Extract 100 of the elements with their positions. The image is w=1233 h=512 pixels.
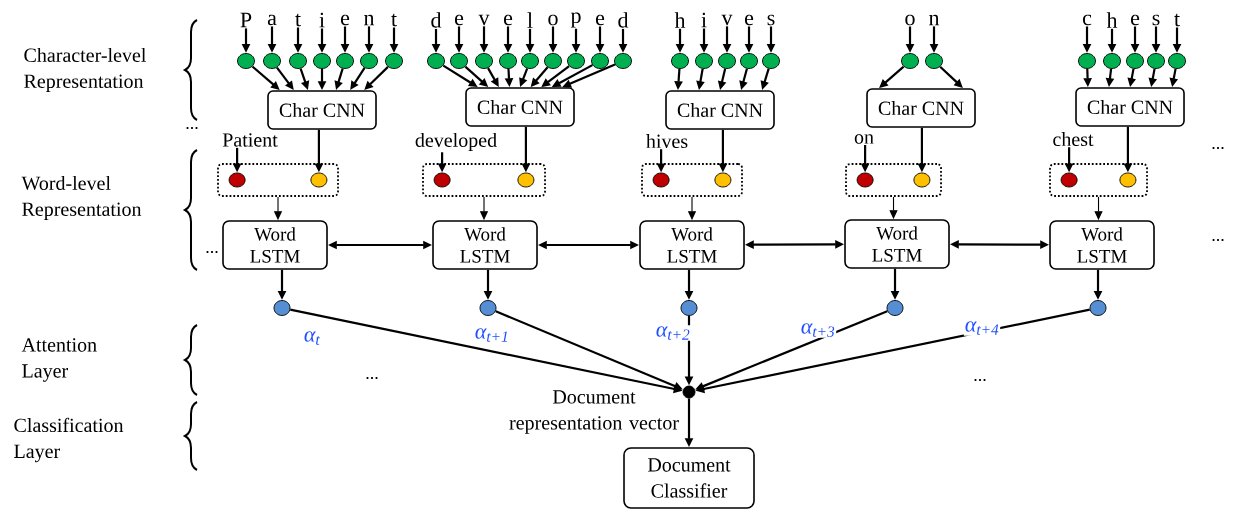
- attention-weight-circle: [1089, 300, 1107, 316]
- character-label: e: [504, 14, 513, 26]
- layer-label: Word-level Representation: [21, 175, 142, 221]
- layer-label: Character-level Representation: [24, 47, 146, 93]
- node-caption: Document representation vector: [509, 390, 679, 434]
- character-embedding-circle: [385, 53, 403, 69]
- character-label: e: [1131, 14, 1140, 26]
- ellipsis: ...: [366, 376, 378, 380]
- character-label: e: [596, 14, 605, 26]
- character-embedding-circle: [591, 53, 609, 69]
- word-label: chest: [1053, 131, 1094, 147]
- character-label: i: [319, 12, 325, 28]
- word-label: Patient: [222, 133, 278, 147]
- char-feature-circle: [517, 172, 535, 188]
- character-label: t: [391, 13, 397, 27]
- word-representation-box: [641, 163, 743, 197]
- character-embedding-circle: [1147, 53, 1165, 69]
- character-embedding-circle: [1103, 53, 1121, 69]
- character-label: P: [240, 12, 252, 28]
- word-label: developed: [415, 132, 497, 152]
- char-cnn-box: Char CNN: [1075, 87, 1185, 127]
- ellipsis: ...: [1212, 146, 1224, 150]
- word-embedding-circle: [856, 172, 874, 188]
- edge-label: α$_{t+3}$: [799, 322, 837, 338]
- word-representation-box: [422, 163, 546, 197]
- char-feature-circle: [913, 172, 931, 188]
- character-label: i: [701, 12, 707, 28]
- character-label: s: [767, 14, 775, 26]
- character-embedding-circle: [475, 53, 493, 69]
- edge-label: α$_{t+4}$: [963, 320, 1001, 336]
- character-embedding-circle: [567, 53, 585, 69]
- ellipsis: ...: [974, 378, 986, 382]
- word-embedding-circle: [652, 172, 670, 188]
- character-label: c: [1082, 14, 1092, 26]
- character-label: t: [1174, 13, 1180, 27]
- character-label: d: [431, 12, 442, 28]
- word-representation-box: [217, 163, 339, 197]
- word-embedding-circle: [228, 172, 246, 188]
- character-embedding-circle: [427, 53, 445, 69]
- character-label: t: [295, 13, 301, 27]
- character-embedding-circle: [360, 53, 378, 69]
- char-cnn-box: Char CNN: [267, 90, 377, 130]
- ellipsis: ...: [186, 126, 198, 130]
- edge-label: α$_{t+2}$: [654, 325, 692, 341]
- character-label: n: [929, 14, 940, 26]
- character-embedding-circle: [1168, 53, 1186, 69]
- character-label: v: [478, 14, 490, 26]
- character-embedding-circle: [695, 53, 713, 69]
- character-embedding-circle: [1078, 53, 1096, 69]
- attention-weight-circle: [273, 300, 291, 316]
- character-label: e: [455, 14, 464, 26]
- word-embedding-circle: [1060, 172, 1078, 188]
- character-embedding-circle: [671, 53, 689, 69]
- char-feature-circle: [310, 172, 328, 188]
- character-embedding-circle: [1126, 53, 1144, 69]
- character-embedding-circle: [336, 53, 354, 69]
- character-label: s: [1152, 14, 1160, 26]
- character-embedding-circle: [450, 53, 468, 69]
- character-label: a: [267, 14, 277, 26]
- character-embedding-circle: [901, 53, 919, 69]
- character-embedding-circle: [237, 53, 255, 69]
- char-feature-circle: [1119, 172, 1137, 188]
- word-label: on: [854, 134, 874, 144]
- word-lstm-box: Word LSTM: [432, 220, 538, 270]
- character-embedding-circle: [263, 53, 281, 69]
- arrow: [276, 66, 294, 90]
- classifier-box: Document Classifier: [623, 447, 755, 509]
- character-label: h: [1106, 12, 1118, 28]
- word-label: hives: [646, 133, 688, 149]
- word-embedding-circle: [433, 172, 451, 188]
- character-embedding-circle: [718, 53, 736, 69]
- character-embedding-circle: [544, 53, 562, 69]
- character-embedding-circle: [289, 53, 307, 69]
- word-lstm-box: Word LSTM: [222, 220, 328, 270]
- edge-label: α$_{t+1}$: [473, 327, 511, 343]
- layer-label: Attention Layer: [21, 338, 97, 382]
- character-label: p: [570, 12, 581, 28]
- word-representation-box: [845, 163, 942, 197]
- char-cnn-box: Char CNN: [665, 90, 775, 130]
- character-embedding-circle: [521, 53, 539, 69]
- character-embedding-circle: [499, 53, 517, 69]
- attention-weight-circle: [680, 300, 698, 316]
- character-embedding-circle: [614, 53, 632, 69]
- character-embedding-circle: [740, 53, 758, 69]
- character-label: h: [674, 12, 686, 28]
- word-representation-box: [1049, 163, 1148, 197]
- character-label: v: [721, 14, 733, 26]
- character-label: o: [905, 14, 915, 26]
- char-feature-circle: [714, 172, 732, 188]
- word-lstm-box: Word LSTM: [639, 220, 745, 270]
- attention-weight-circle: [479, 300, 497, 316]
- ellipsis: ...: [1212, 238, 1224, 242]
- character-label: l: [527, 12, 533, 28]
- character-label: d: [618, 12, 629, 28]
- character-label: o: [548, 14, 558, 26]
- character-embedding-circle: [925, 53, 943, 69]
- character-embedding-circle: [313, 53, 331, 69]
- edge-label: α$_{t}$: [302, 330, 322, 346]
- character-label: n: [364, 14, 375, 26]
- character-label: e: [341, 14, 350, 26]
